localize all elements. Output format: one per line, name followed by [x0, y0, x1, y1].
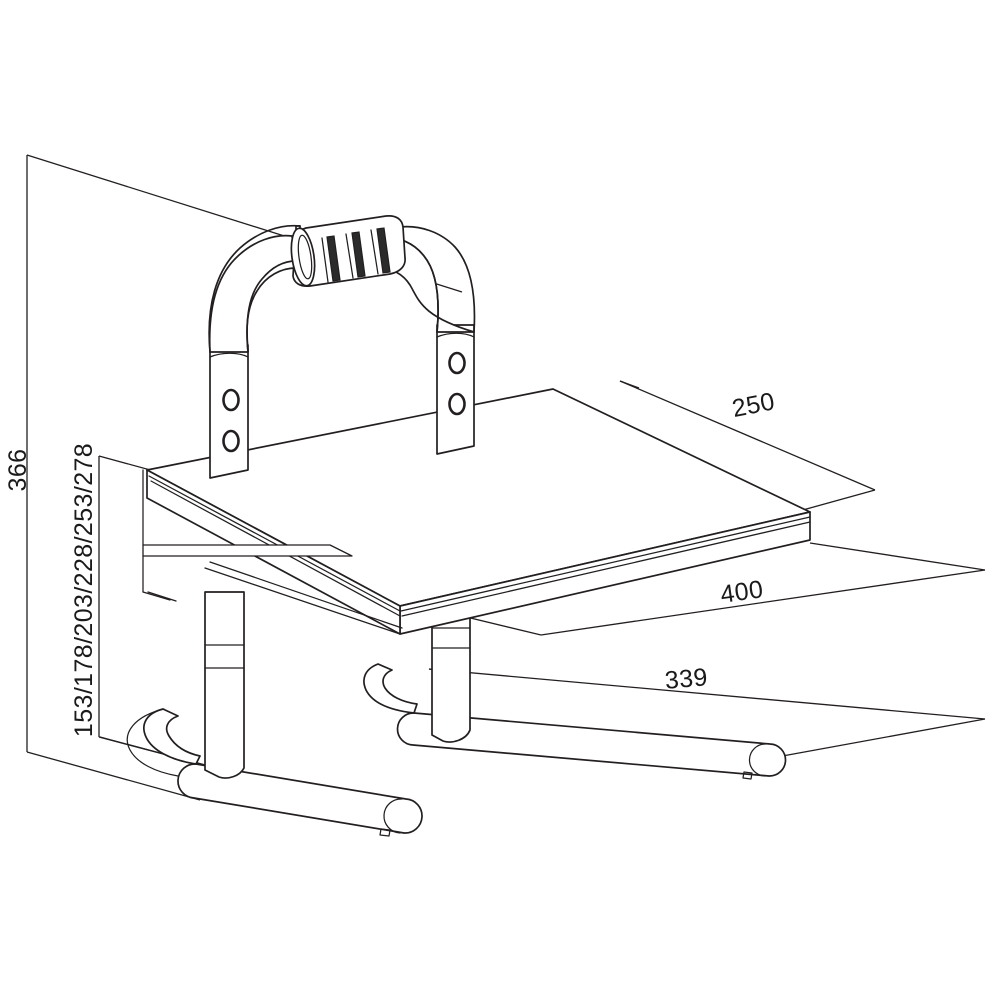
- dim-label-400: 400: [719, 575, 765, 609]
- dim-label-339: 339: [664, 663, 709, 695]
- dim-line-339: [428, 668, 986, 720]
- support-rail-bottom-2: [147, 591, 177, 602]
- upright-left-sleeve: [209, 344, 249, 479]
- adjustment-hole-left-upper: [222, 388, 240, 412]
- front-cantilever-foot: [126, 708, 423, 837]
- adjustment-hole-left-lower: [222, 429, 240, 453]
- support-rail-bottom: [142, 591, 171, 601]
- rear-foot-bend: [363, 663, 418, 714]
- under-platform-support-rail: [142, 469, 403, 635]
- support-rail-diag-2: [209, 561, 403, 629]
- handle-right-bend-inner: [399, 225, 476, 333]
- platform-laminate-line-1: [400, 516, 811, 612]
- lower-legs: [204, 591, 471, 779]
- upright-right-sleeve-lip: [436, 332, 475, 338]
- grip-sleeve-left-bore: [297, 234, 313, 280]
- adjustment-hole-right-upper: [448, 351, 466, 375]
- front-foot-outer-arc: [126, 708, 179, 777]
- dimension-labels: 366 153/178/203/228/253/278 250 400 339: [4, 387, 777, 737]
- dim-label-adjustable-heights: 153/178/203/228/253/278: [70, 443, 98, 737]
- dim-line-250: [619, 380, 876, 491]
- dim-witness-339-a: [776, 718, 986, 758]
- lower-leg-right: [431, 595, 471, 743]
- dim-label-366: 366: [4, 449, 32, 492]
- platform-laminate-line-3: [148, 475, 401, 612]
- lower-leg-left: [204, 591, 245, 779]
- rear-cantilever-foot: [363, 663, 787, 780]
- support-rail-diag: [204, 567, 401, 635]
- grip-band-2: [351, 231, 366, 278]
- front-foot-glide: [379, 828, 391, 837]
- dim-witness-400-a: [809, 542, 986, 571]
- front-foot-tube: [177, 763, 423, 834]
- support-rail-face: [142, 544, 353, 557]
- handle-left-inner: [246, 260, 297, 353]
- grip-band-3: [376, 227, 391, 274]
- adjustment-hole-right-lower: [448, 392, 466, 416]
- upright-right-sleeve: [436, 324, 475, 455]
- grip-rib-line-3: [370, 229, 379, 275]
- dim-tick-250-a: [619, 380, 640, 389]
- grip-band-1: [326, 235, 341, 282]
- platform-laminate-line-2: [401, 521, 811, 617]
- rear-foot-tube: [396, 712, 787, 777]
- upright-left-sleeve-lip: [209, 352, 249, 358]
- front-foot-end-cap: [383, 798, 403, 834]
- front-foot-bend: [143, 708, 201, 765]
- dim-witness-366-bottom: [26, 751, 201, 801]
- rear-foot-end-cap: [748, 743, 767, 777]
- handle-left-outer: [208, 224, 301, 353]
- grip-rib-line-2: [345, 233, 354, 279]
- grip-rib-line-1: [321, 237, 329, 283]
- dim-line-400: [540, 569, 986, 636]
- upper-uprights: [209, 324, 475, 479]
- ribbed-grip-sleeve: [290, 215, 406, 287]
- dim-label-250: 250: [730, 387, 777, 423]
- rear-foot-glide: [742, 771, 753, 780]
